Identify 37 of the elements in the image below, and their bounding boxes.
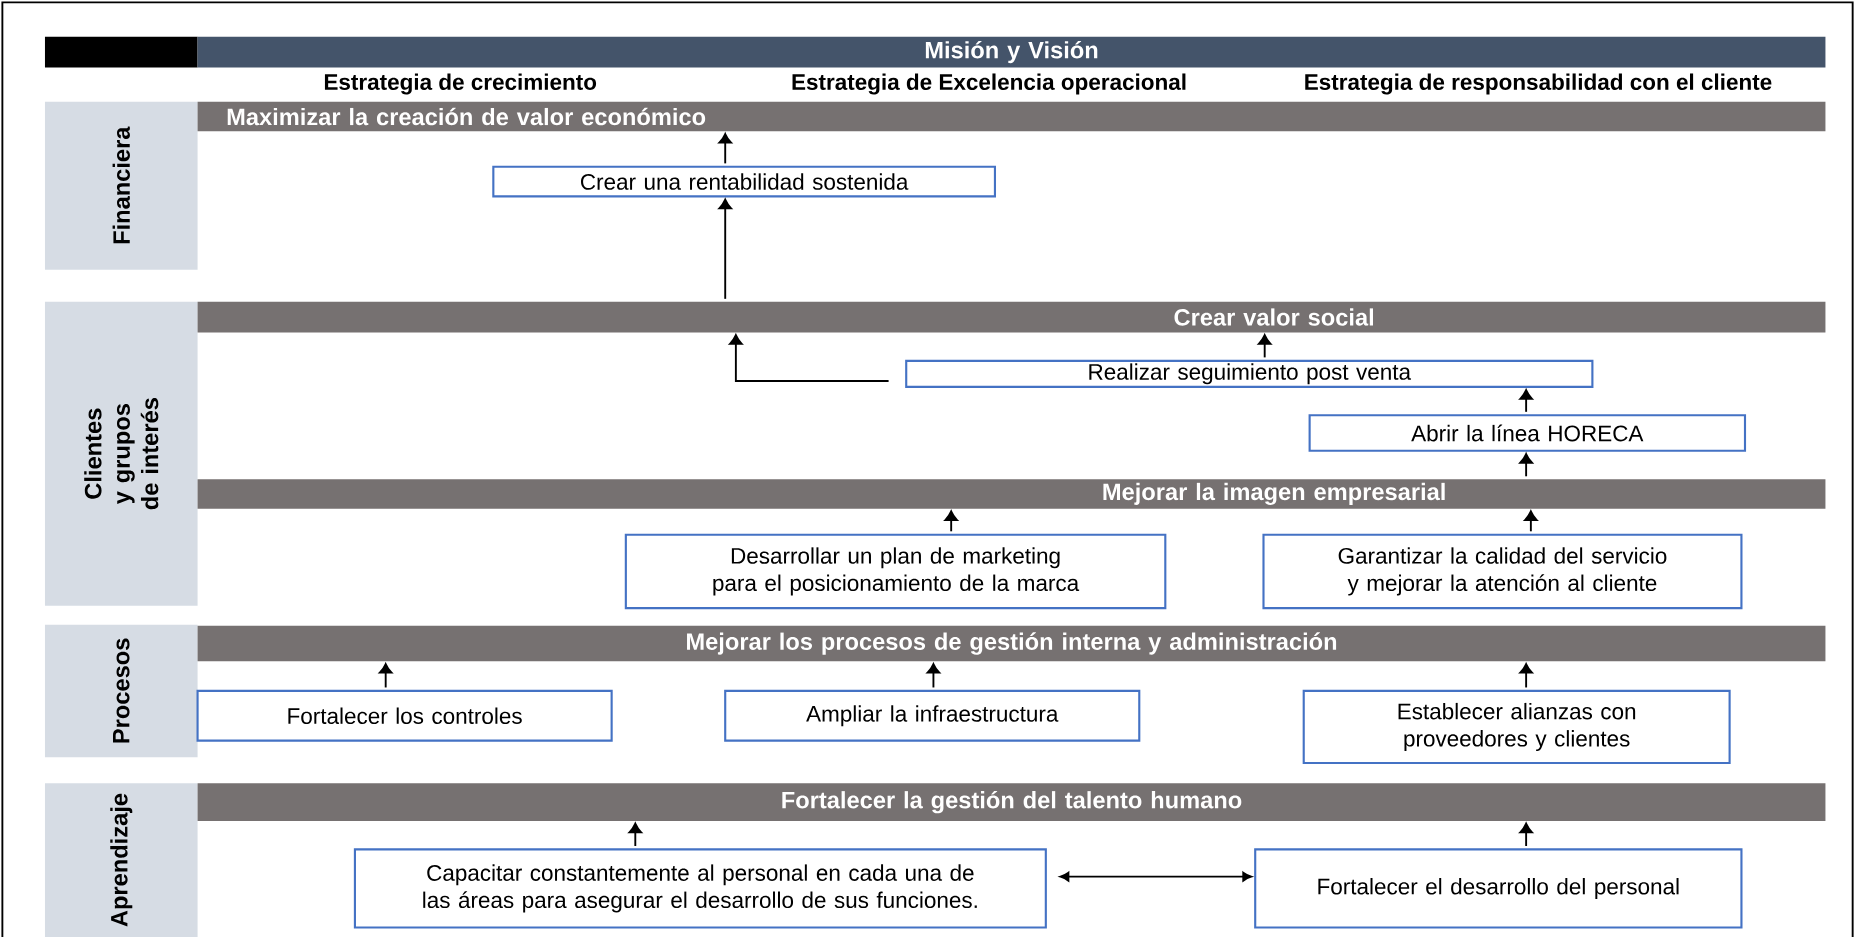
objective-box: Desarrollar un plan de marketing para el posicionamiento de la marca <box>624 533 1167 610</box>
arrow <box>1519 453 1533 478</box>
perspective-box: Aprendizaje <box>44 783 198 937</box>
objective-box: Fortalecer los controles <box>196 689 613 742</box>
strategy-heading: Estrategia de Excelencia operacional <box>792 73 1186 95</box>
strategy-heading: Estrategia de responsabilidad con el cliente <box>1305 73 1772 95</box>
arrow <box>1059 871 1253 882</box>
arrow <box>1257 334 1272 359</box>
arrow <box>1519 663 1533 689</box>
mission-band: Misión y Visión <box>197 36 1826 68</box>
strategy-heading: Estrategia de crecimiento <box>324 73 597 95</box>
arrow <box>1519 389 1533 413</box>
objective-box: Fortalecer el desarrollo del personal <box>1254 848 1743 929</box>
objective-band: Fortalecer la gestión del talento humano <box>197 783 1826 822</box>
objective-box: Ampliar la infraestructura <box>724 689 1141 742</box>
objective-box: Crear una rentabilidad sostenida <box>492 165 996 198</box>
objective-band: Maximizar la creación de valor económico <box>197 101 1826 132</box>
objective-box: Garantizar la calidad del servicio y mejorar la atención al cliente <box>1262 533 1743 610</box>
arrow <box>718 198 732 300</box>
objective-band: Crear valor social <box>197 301 1826 333</box>
perspective-box: Procesos <box>44 624 198 758</box>
arrow <box>718 133 732 165</box>
perspective-box: Clientes y grupos de interés <box>44 301 198 606</box>
objective-box: Establecer alianzas con proveedores y clientes <box>1302 689 1731 765</box>
perspective-box: Financiera <box>44 101 198 270</box>
objective-box: Abrir la línea HORECA <box>1308 414 1747 452</box>
objective-box: Realizar seguimiento post venta <box>905 359 1594 388</box>
arrow <box>378 663 393 689</box>
arrow <box>1524 510 1538 533</box>
objective-band: Mejorar los procesos de gestión interna y administración <box>197 625 1826 662</box>
objective-box: Capacitar constantemente al personal en cada una de las áreas para asegurar el desarrollo de sus funciones. <box>353 848 1047 929</box>
arrow <box>926 663 941 689</box>
arrow <box>944 510 958 533</box>
arrow <box>729 334 890 382</box>
arrow <box>628 822 643 847</box>
objective-band: Mejorar la imagen empresarial <box>197 479 1826 509</box>
arrow <box>1519 822 1533 847</box>
